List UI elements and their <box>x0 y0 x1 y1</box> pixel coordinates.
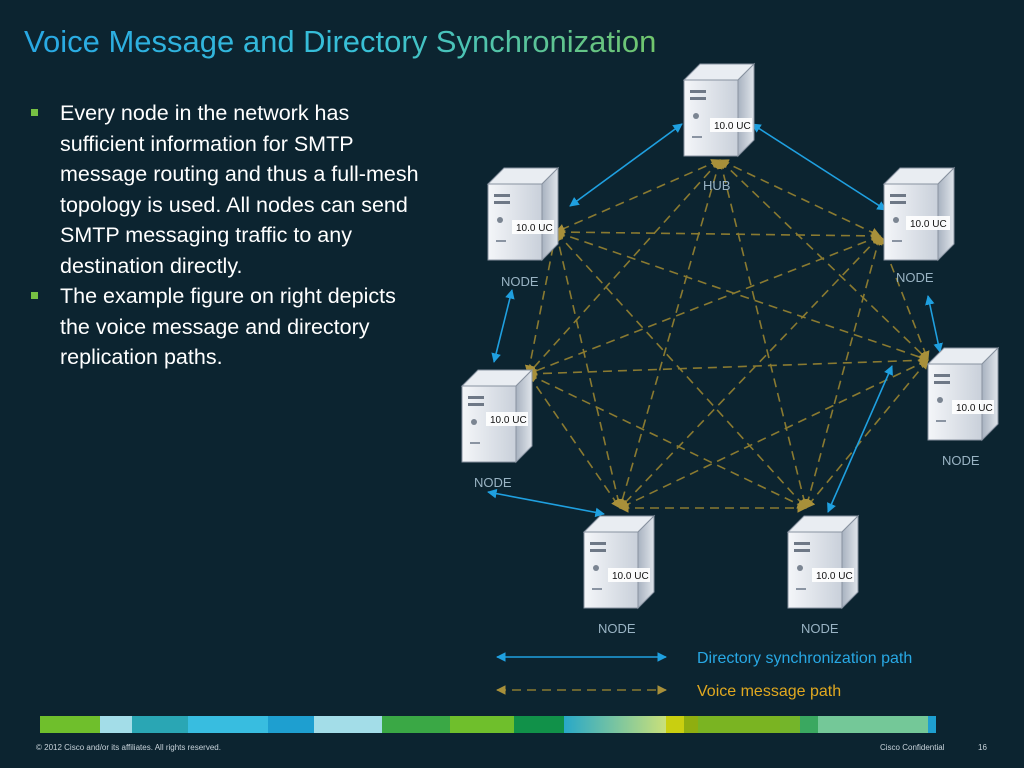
node-label: NODE <box>942 453 980 468</box>
bullet-square-icon <box>31 109 38 116</box>
node-label: NODE <box>474 475 512 490</box>
node-label: NODE <box>598 621 636 636</box>
directory-path-1 <box>751 123 887 211</box>
voice-path-hub-node-right-top <box>719 159 881 237</box>
node-server: 10.0 UC <box>461 369 533 463</box>
copyright-text: © 2012 Cisco and/or its affiliates. All … <box>36 743 221 752</box>
voice-path-node-right-top-node-left-mid <box>527 234 881 376</box>
voice-path-node-left-top-node-right-top <box>555 227 881 241</box>
server-version-label: 10.0 UC <box>612 571 649 582</box>
voice-path-node-left-mid-node-bottom-right <box>527 373 807 509</box>
bullet-item: The example figure on right depicts the … <box>30 281 430 373</box>
voice-path-node-left-mid-node-bottom-left <box>527 373 621 509</box>
legend-directory-label: Directory synchronization path <box>697 650 912 667</box>
directory-path-3 <box>925 295 943 353</box>
server-version-label: 10.0 UC <box>516 223 553 234</box>
node-server: 10.0 UC <box>927 347 999 441</box>
voice-path-node-left-top-node-bottom-left <box>553 231 623 509</box>
voice-path-node-right-mid-node-bottom-right <box>805 359 929 509</box>
node-server: 10.0 UC <box>883 167 955 261</box>
server-version-label: 10.0 UC <box>490 415 527 426</box>
node-server: 10.0 UC <box>583 515 655 609</box>
server-version-label: 10.0 UC <box>956 403 993 414</box>
page-number: 16 <box>978 743 987 752</box>
voice-path-node-left-top-node-bottom-right <box>555 231 807 509</box>
directory-path-5 <box>827 365 893 513</box>
node-server: 10.0 UC <box>487 167 559 261</box>
node-label: NODE <box>801 621 839 636</box>
bullet-text: The example figure on right depicts the … <box>60 284 396 369</box>
bullet-list: Every node in the network has sufficient… <box>30 98 430 373</box>
slide-title: Voice Message and Directory Synchronizat… <box>24 24 657 59</box>
directory-path-0 <box>569 123 683 207</box>
directory-path-4 <box>487 488 605 518</box>
server-version-label: 10.0 UC <box>816 571 853 582</box>
node-label: NODE <box>501 274 539 289</box>
hub-label: HUB <box>703 178 730 193</box>
bullet-item: Every node in the network has sufficient… <box>30 98 430 281</box>
confidential-label: Cisco Confidential <box>880 743 945 752</box>
node-label: NODE <box>896 270 934 285</box>
legend-voice-label: Voice message path <box>697 683 841 700</box>
server-version-label: 10.0 UC <box>714 121 751 132</box>
server-version-label: 10.0 UC <box>910 219 947 230</box>
voice-path-hub-node-bottom-right <box>717 159 809 509</box>
bullet-square-icon <box>31 292 38 299</box>
directory-sync-paths <box>487 123 943 518</box>
directory-path-2 <box>491 289 515 363</box>
node-server: 10.0 UC <box>787 515 859 609</box>
voice-message-paths <box>524 159 930 513</box>
voice-path-node-right-top-node-bottom-right <box>803 235 883 509</box>
footer-color-bar <box>40 716 986 733</box>
bullet-text: Every node in the network has sufficient… <box>60 101 419 278</box>
voice-path-hub-node-left-top <box>555 159 721 233</box>
voice-path-node-right-mid-node-bottom-left <box>619 359 929 509</box>
hub-server: 10.0 UC <box>683 63 755 157</box>
